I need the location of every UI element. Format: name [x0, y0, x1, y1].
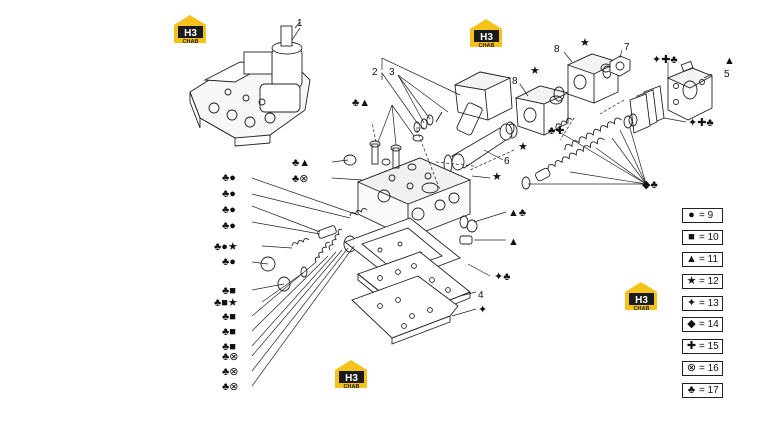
callout-triangle: ▲ [724, 55, 735, 67]
callout-club-circledx: ♣⊗ [222, 366, 238, 378]
callout-triangle: ▲ [508, 236, 519, 248]
legend-item-17: ♣ = 17 [682, 383, 723, 399]
svg-text:CHAB: CHAB [479, 43, 495, 49]
legend-item-13: ✦ = 13 [682, 295, 723, 311]
legend-label: = 12 [699, 275, 719, 287]
svg-text:CHAB: CHAB [634, 306, 650, 312]
diamond-icon: ◆ [687, 318, 696, 331]
callout-plus-club: ✦✚♣ [652, 54, 678, 66]
legend-label: = 13 [699, 297, 719, 309]
callout-club-circle: ♣● [222, 256, 236, 268]
callout-club-circle: ♣● [222, 204, 236, 216]
svg-text:H3: H3 [345, 373, 358, 384]
svg-text:CHAB: CHAB [183, 39, 199, 45]
callout-club-circle: ♣● [222, 220, 236, 232]
valve-assembly-part-1 [189, 21, 311, 147]
svg-text:CHAB: CHAB [344, 384, 360, 390]
part-number-label: 4 [478, 290, 484, 301]
circle-icon: ● [688, 209, 695, 221]
callout-club-square: ♣■ [222, 311, 236, 323]
house-logo-icon: H3 CHAB [174, 15, 206, 45]
symbol-legend: ● = 9 ■ = 10 ▲ = 11 ★ = 12 ✦ = 13 ◆ = 14… [682, 208, 727, 405]
club-icon: ♣ [687, 384, 696, 397]
triangle-icon: ▲ [686, 252, 697, 265]
cross-icon: ✦ [686, 296, 697, 309]
part-number-label: 2 [372, 67, 378, 78]
legend-item-14: ◆ = 14 [682, 317, 723, 333]
legend-label: = 16 [699, 363, 719, 375]
leader-lines-left [251, 177, 359, 387]
legend-label: = 11 [699, 253, 718, 265]
part-number-label: 8 [554, 44, 560, 55]
legend-label: = 14 [699, 319, 719, 331]
legend-item-15: ✚ = 15 [682, 339, 723, 355]
legend-item-11: ▲ = 11 [682, 251, 723, 267]
legend-item-9: ● = 9 [682, 208, 723, 223]
part-number-label: 7 [624, 42, 630, 53]
symbol-callouts: ♣● ♣● ♣● ♣● ♣●★ ♣● ♣■ ♣■★ ♣■ ♣■ ♣■ ♣⊗ ♣⊗… [214, 37, 735, 393]
callout-club-circle: ♣● [222, 172, 236, 184]
callout-triangle-club: ▲♣ [508, 207, 526, 219]
legend-item-10: ■ = 10 [682, 229, 723, 245]
legend-label: = 17 [699, 385, 719, 397]
house-logo-icon: H3 CHAB [470, 19, 502, 49]
legend-label: = 15 [699, 341, 719, 353]
callout-star: ★ [518, 141, 528, 153]
part-number-label: 5 [724, 69, 730, 80]
plus-icon: ✚ [686, 340, 697, 353]
brand-logo: H3 CHAB [623, 280, 660, 312]
springs-right [521, 113, 638, 190]
callout-cross-plus-club: ✦✚♣ [688, 117, 714, 129]
svg-text:H3: H3 [184, 28, 197, 39]
callout-star: ★ [530, 65, 540, 77]
legend-label: = 10 [699, 231, 719, 243]
square-icon: ■ [688, 230, 695, 243]
callout-club-square-star: ♣■★ [214, 297, 238, 309]
part-number-label: 3 [389, 67, 395, 78]
part-number-labels: 1 2 3 4 5 6 7 8 8 [297, 18, 730, 301]
part-number-label: 1 [297, 18, 303, 29]
callout-club-circledx: ♣⊗ [222, 351, 238, 363]
solenoid-part-2 [413, 71, 513, 136]
svg-text:H3: H3 [480, 32, 493, 43]
nut-part-7 [609, 55, 631, 77]
legend-item-12: ★ = 12 [682, 273, 723, 289]
callout-cross: ✦ [478, 304, 487, 316]
part-number-label: 8 [512, 76, 518, 87]
callout-club-triangle: ♣▲ [352, 97, 370, 109]
spool-part-6 [443, 121, 515, 174]
base-plate [351, 275, 459, 345]
callout-club-square: ♣■ [222, 341, 236, 353]
callout-club-square: ♣■ [222, 326, 236, 338]
callout-club-circledx: ♣⊗ [292, 173, 308, 185]
legend-item-16: ⊗ = 16 [682, 361, 723, 377]
valve-body [343, 134, 472, 239]
callout-club-circledx: ♣⊗ [222, 381, 238, 393]
leader-lines-right [291, 27, 713, 317]
legend-label: = 9 [699, 210, 714, 221]
house-logo-icon: H3 CHAB [335, 360, 367, 390]
part-number-label: 6 [504, 156, 510, 167]
brand-logo: H3 CHAB [333, 358, 370, 390]
callout-club-circle-star: ♣●★ [214, 241, 238, 253]
callout-cross-club: ✦♣ [494, 271, 510, 283]
callout-club-square: ♣■ [222, 285, 236, 297]
svg-text:H3: H3 [635, 295, 648, 306]
house-logo-icon: H3 CHAB [625, 282, 657, 312]
brand-logo: H3 CHAB [172, 13, 209, 45]
end-cover-part-5 [629, 60, 714, 134]
solenoid-part-8b [553, 53, 620, 104]
callout-club-plus: ♣✚ [548, 125, 564, 137]
callout-diamond-club: ◆♣ [642, 179, 658, 191]
callout-star: ★ [492, 171, 502, 183]
brand-logo: H3 CHAB [468, 17, 505, 49]
callout-club-triangle: ♣▲ [292, 157, 310, 169]
circled-x-icon: ⊗ [686, 362, 697, 375]
callout-club-circle: ♣● [222, 188, 236, 200]
star-icon: ★ [686, 274, 697, 287]
callout-star: ★ [580, 37, 590, 49]
